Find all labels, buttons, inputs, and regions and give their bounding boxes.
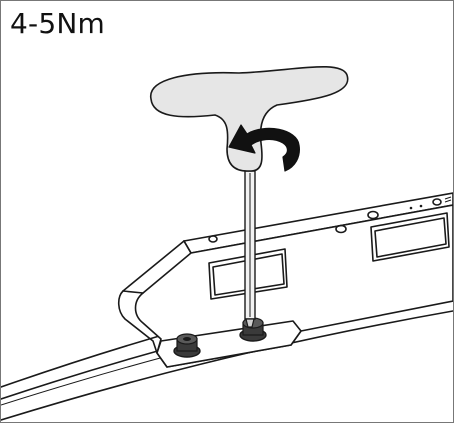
mounting-bracket	[117, 192, 453, 368]
clockwise-rotation-arrow-icon	[228, 124, 300, 172]
torque-value-label: 4-5Nm	[10, 7, 105, 40]
t-handle-screwdriver-icon	[150, 66, 349, 328]
screw-icon	[173, 333, 201, 358]
